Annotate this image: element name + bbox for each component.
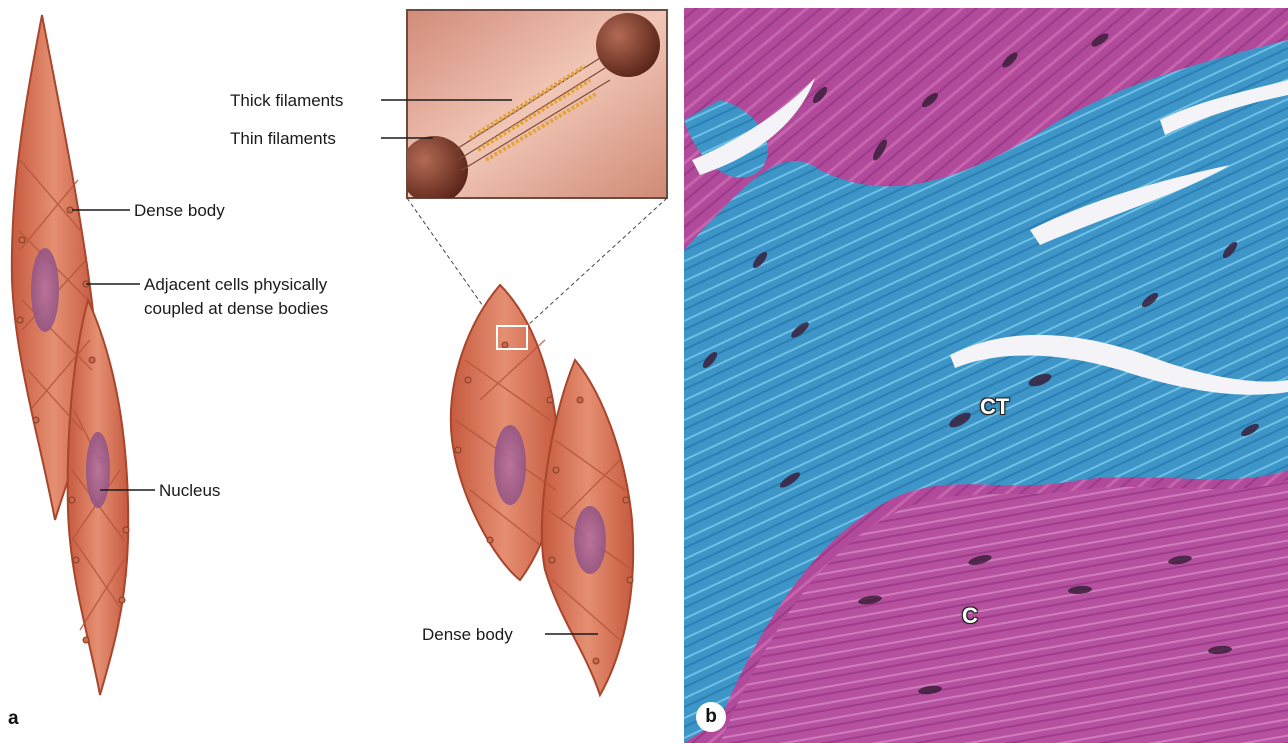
left-cell-pair-illustration	[12, 15, 129, 695]
label-ct: CT	[980, 394, 1009, 420]
label-adjacent-line1: Adjacent cells physically	[144, 274, 327, 295]
label-dense-body-left: Dense body	[134, 200, 225, 221]
label-nucleus: Nucleus	[159, 480, 220, 501]
nucleus-upper	[31, 248, 59, 332]
inset-dense-body-bottom	[400, 136, 468, 204]
label-thick-filaments: Thick filaments	[230, 90, 343, 111]
nucleus-contracted-left	[494, 425, 526, 505]
label-adjacent-line2: coupled at dense bodies	[144, 298, 328, 319]
zoom-lines	[407, 198, 667, 326]
label-dense-body-right: Dense body	[422, 624, 513, 645]
inset-dense-body-top	[596, 13, 660, 77]
micrograph	[684, 8, 1288, 743]
panel-letter-a: a	[8, 708, 19, 730]
label-thin-filaments: Thin filaments	[230, 128, 336, 149]
panel-letter-b: b	[696, 702, 726, 732]
panel-letter-b-text: b	[705, 706, 717, 728]
nucleus-contracted-right	[574, 506, 606, 574]
nucleus-lower	[86, 432, 110, 508]
filament-inset	[400, 10, 667, 204]
label-c: C	[962, 603, 978, 629]
